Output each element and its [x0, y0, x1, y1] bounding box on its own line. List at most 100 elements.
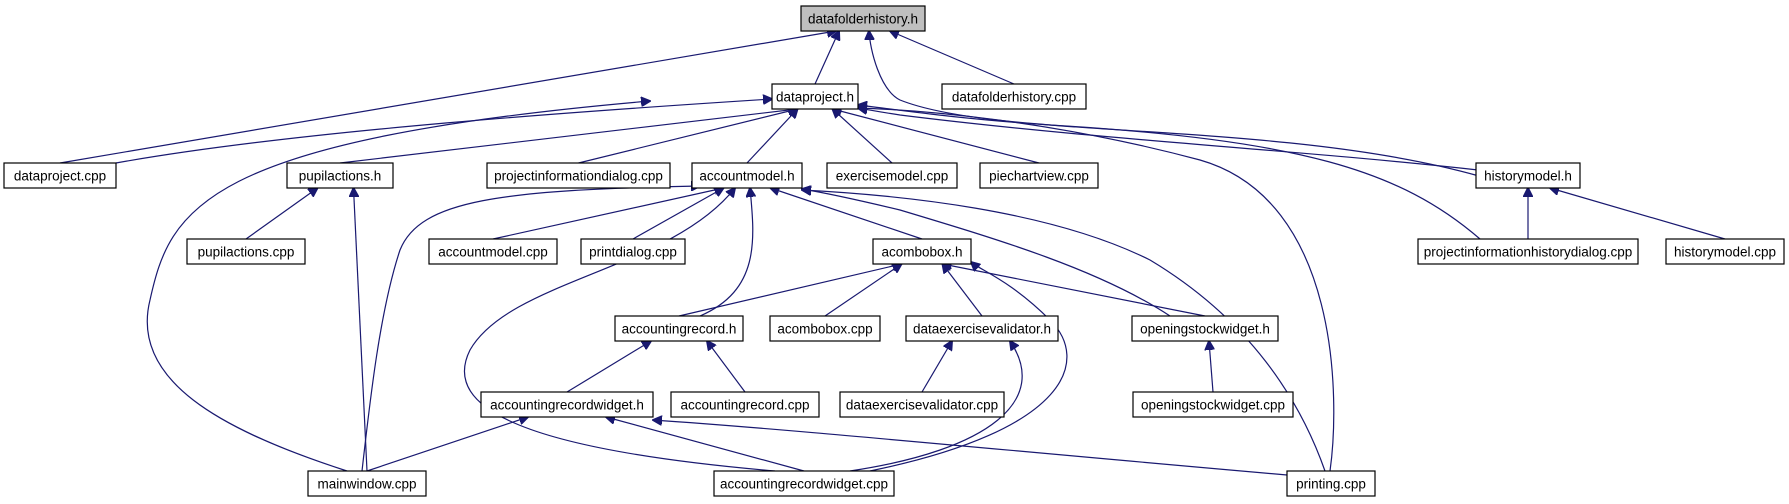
edge-historymodel_cpp-to-historymodel_h: [1550, 188, 1726, 240]
node-exercisemodel-cpp[interactable]: exercisemodel.cpp: [826, 162, 958, 189]
node-box: [580, 238, 686, 265]
edge-openingstockwidget_cpp-to-openingstockwidget_h: [1209, 341, 1213, 393]
node-label: acombobox.cpp: [777, 322, 872, 337]
node-projectinformationhistorydialog-cpp[interactable]: projectinformationhistorydialog.cpp: [1417, 238, 1639, 265]
node-box: [979, 162, 1099, 189]
node-accountingrecordwidget-cpp[interactable]: accountingrecordwidget.cpp: [713, 470, 895, 497]
node-box: [1665, 238, 1785, 265]
node-accountingrecord-h[interactable]: accountingrecord.h: [614, 315, 744, 342]
node-accountingrecordwidget-h[interactable]: accountingrecordwidget.h: [480, 391, 654, 418]
node-accountmodel-cpp[interactable]: accountmodel.cpp: [428, 238, 558, 265]
node-box: [670, 391, 820, 418]
node-acombobox-cpp[interactable]: acombobox.cpp: [769, 315, 881, 342]
node-box: [480, 391, 654, 418]
node-label: printdialog.cpp: [589, 245, 677, 260]
edge-historymodel_h-to-dataproject_h: [858, 108, 1479, 171]
edge-dataexercisevalidator_h-to-acombobox_h: [943, 264, 983, 317]
node-printing-cpp[interactable]: printing.cpp: [1286, 470, 1376, 497]
node-box: [941, 83, 1087, 110]
node-box: [428, 238, 558, 265]
edge-pupilactions_h-to-dataproject_h: [339, 109, 798, 164]
edge-dataproject_cpp-to-datafolderhistory_h: [59, 31, 836, 164]
edge-printdialog_cpp-to-accountmodel_h: [632, 188, 724, 240]
node-label: historymodel.h: [1484, 169, 1572, 184]
node-label: exercisemodel.cpp: [836, 169, 949, 184]
edge-mainwindow_cpp-to-accountingrecordwidget_h: [366, 417, 528, 472]
edge-pupilactions_cpp-to-pupilactions_h: [245, 188, 318, 240]
node-piechartview-cpp[interactable]: piechartview.cpp: [979, 162, 1099, 189]
node-label: datafolderhistory.cpp: [952, 90, 1076, 105]
node-pupilactions-h[interactable]: pupilactions.h: [286, 162, 394, 189]
nodes: datafolderhistory.h datafolderhistory.cpp…: [3, 5, 1785, 497]
node-dataexercisevalidator-cpp[interactable]: dataexercisevalidator.cpp: [839, 391, 1005, 418]
edge-accountmodel_h-to-dataproject_h: [746, 109, 798, 164]
node-label: dataproject.cpp: [14, 169, 106, 184]
node-label: dataexercisevalidator.cpp: [846, 398, 998, 413]
edge-acombobox_h-to-accountmodel_h: [771, 188, 923, 240]
edge-mainwindow_cpp-to-dataproject_h: [146, 101, 650, 472]
node-datafolderhistory-h[interactable]: datafolderhistory.h: [800, 5, 926, 32]
node-label: piechartview.cpp: [989, 169, 1089, 184]
node-box: [691, 162, 803, 189]
node-label: pupilactions.cpp: [198, 245, 295, 260]
edge-projectinformationdialog_cpp-to-dataproject_h: [578, 109, 798, 164]
node-label: printing.cpp: [1296, 477, 1366, 492]
edge-openingstockwidget_h-to-acombobox_h: [943, 264, 1206, 317]
node-label: datafolderhistory.h: [808, 12, 918, 27]
node-box: [769, 315, 881, 342]
edge-accountingrecordwidget_cpp-to-acombobox_h: [869, 262, 1068, 472]
node-box: [1417, 238, 1639, 265]
node-box: [826, 162, 958, 189]
edge-accountingrecord_cpp-to-accountingrecord_h: [707, 341, 746, 393]
edge-mainwindow_cpp-to-pupilactions_h: [354, 188, 368, 472]
edge-dataproject_h-to-datafolderhistory_h: [814, 31, 839, 85]
node-historymodel-h[interactable]: historymodel.h: [1475, 162, 1581, 189]
node-accountmodel-h[interactable]: accountmodel.h: [691, 162, 803, 189]
node-dataproject-cpp[interactable]: dataproject.cpp: [3, 162, 117, 189]
node-box: [839, 391, 1005, 418]
edge-projectinformationhistorydialog_cpp-to-dataproject_h: [858, 105, 1481, 240]
node-box: [614, 315, 744, 342]
node-datafolderhistory-cpp[interactable]: datafolderhistory.cpp: [941, 83, 1087, 110]
node-acombobox-h[interactable]: acombobox.h: [872, 238, 972, 265]
edge-accountingrecordwidget_cpp-to-dataexercisevalidator_h: [849, 341, 1023, 472]
node-box: [307, 470, 427, 497]
node-dataexercisevalidator-h[interactable]: dataexercisevalidator.h: [905, 315, 1059, 342]
node-box: [286, 162, 394, 189]
node-label: projectinformationdialog.cpp: [494, 169, 663, 184]
node-label: accountmodel.h: [699, 169, 794, 184]
edge-acombobox_cpp-to-acombobox_h: [824, 264, 902, 317]
node-projectinformationdialog-cpp[interactable]: projectinformationdialog.cpp: [486, 162, 671, 189]
node-label: dataproject.h: [776, 90, 854, 105]
node-box: [1475, 162, 1581, 189]
node-box: [713, 470, 895, 497]
node-accountingrecord-cpp[interactable]: accountingrecord.cpp: [670, 391, 820, 418]
edge-datafolderhistory_cpp-to-datafolderhistory_h: [890, 31, 1015, 85]
node-label: openingstockwidget.cpp: [1141, 398, 1285, 413]
node-openingstockwidget-h[interactable]: openingstockwidget.h: [1131, 315, 1279, 342]
edge-accountingrecord_h-to-accountmodel_h: [699, 188, 753, 317]
node-dataproject-h[interactable]: dataproject.h: [771, 83, 859, 110]
node-box: [3, 162, 117, 189]
node-label: accountingrecordwidget.h: [490, 398, 644, 413]
node-label: accountingrecordwidget.cpp: [720, 477, 888, 492]
node-box: [486, 162, 671, 189]
node-openingstockwidget-cpp[interactable]: openingstockwidget.cpp: [1132, 391, 1294, 418]
node-label: accountmodel.cpp: [438, 245, 548, 260]
node-box: [186, 238, 306, 265]
edge-dataexercisevalidator_cpp-to-dataexercisevalidator_h: [921, 341, 952, 393]
node-label: projectinformationhistorydialog.cpp: [1424, 245, 1633, 260]
node-mainwindow-cpp[interactable]: mainwindow.cpp: [307, 470, 427, 497]
edge-exercisemodel_cpp-to-dataproject_h: [833, 109, 893, 164]
edge-printing_cpp-to-dataproject_h: [858, 108, 1335, 472]
node-label: mainwindow.cpp: [317, 477, 416, 492]
node-printdialog-cpp[interactable]: printdialog.cpp: [580, 238, 686, 265]
node-pupilactions-cpp[interactable]: pupilactions.cpp: [186, 238, 306, 265]
edge-accountingrecordwidget_h-to-accountingrecord_h: [566, 341, 651, 393]
node-label: accountingrecord.cpp: [680, 398, 809, 413]
node-historymodel-cpp[interactable]: historymodel.cpp: [1665, 238, 1785, 265]
node-box: [771, 83, 859, 110]
node-box: [1131, 315, 1279, 342]
edge-accountmodel_cpp-to-accountmodel_h: [492, 188, 724, 240]
